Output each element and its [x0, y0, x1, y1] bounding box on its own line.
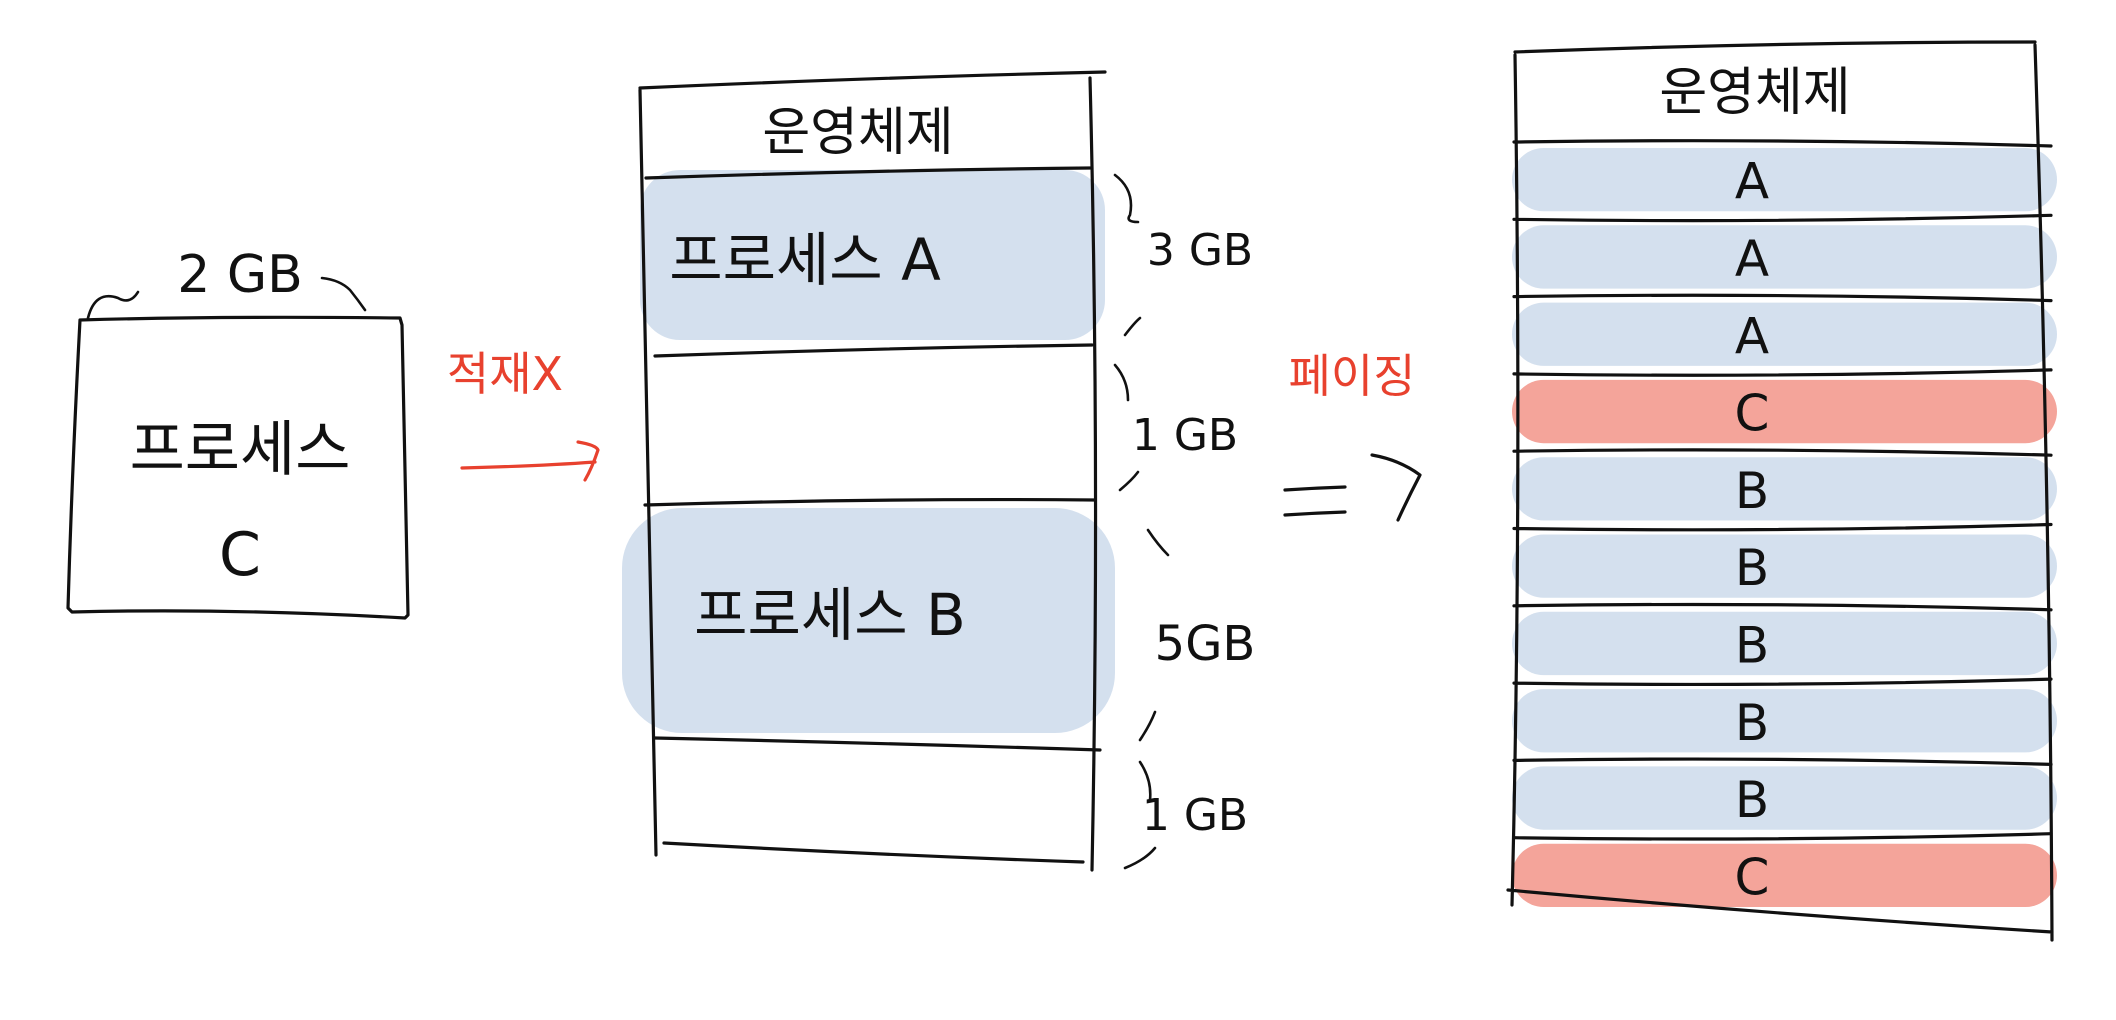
frame-label-6: B: [1735, 539, 1769, 597]
process-a-highlight: [640, 170, 1105, 340]
frame-label-5: B: [1735, 462, 1769, 520]
frame-divider-3: [1512, 293, 2053, 303]
red-arrow-icon: [460, 440, 600, 482]
double-arrow-icon: [1283, 453, 1422, 522]
frame-divider-4: [1512, 368, 2053, 377]
paging-arrow: 페이징: [1283, 349, 1422, 522]
frame-divider-10: [1512, 832, 2053, 841]
frame-divider-7: [1512, 602, 2053, 612]
frame-label-3: A: [1735, 307, 1769, 365]
frame-highlight-3: [1512, 302, 2057, 366]
process-c-size-label: 2 GB: [177, 245, 303, 305]
frame-label-7: B: [1735, 616, 1769, 674]
frame-highlight-9: [1512, 766, 2057, 830]
size-brace-3gb: [1113, 173, 1142, 337]
frame-divider-5: [1512, 448, 2053, 457]
frame-divider-9: [1512, 757, 2053, 766]
memory-layout-contiguous: 운영체제 프로세스 A 프로세스 B 3 GB 1 GB 5GB 1 GB: [622, 70, 1256, 872]
frame-label-8: B: [1735, 694, 1769, 752]
frame-highlight-4: [1512, 379, 2057, 444]
frame-highlight-7: [1512, 611, 2057, 676]
frame-highlight-8: [1512, 689, 2057, 753]
segment-process-b-label: 프로세스 B: [694, 581, 966, 649]
frame-divider-2: [1512, 213, 2053, 223]
frame-highlight-10: [1512, 843, 2057, 907]
segment-free-2-size: 1 GB: [1142, 790, 1248, 841]
size-brace-5gb: [1138, 528, 1170, 742]
frame-highlight-5: [1512, 457, 2057, 521]
segment-free-1-size: 1 GB: [1132, 410, 1238, 461]
size-brace-1gb-a: [1113, 363, 1140, 492]
size-brace-1gb-b: [1123, 760, 1157, 870]
frame-label-10: C: [1735, 848, 1770, 906]
frame-divider-6: [1512, 522, 2053, 532]
segment-process-b-size: 5GB: [1155, 616, 1256, 672]
paging-label: 페이징: [1289, 349, 1416, 403]
frame-highlight-1: [1512, 148, 2057, 212]
process-c-title: 프로세스: [130, 415, 351, 485]
segment-process-a-size: 3 GB: [1147, 225, 1253, 276]
frame-highlight-2: [1512, 225, 2057, 289]
process-c-box: 2 GB 프로세스 C: [66, 245, 410, 620]
memory-2-os-header: 운영체제: [1659, 63, 1850, 123]
size-brace: [86, 276, 367, 320]
process-b-highlight: [622, 508, 1115, 733]
frame-label-2: A: [1735, 230, 1769, 288]
frame-highlight-6: [1512, 534, 2057, 598]
memory-1-os-header: 운영체제: [762, 103, 953, 163]
frame-divider-1: [1512, 139, 2053, 148]
segment-process-a-label: 프로세스 A: [669, 226, 941, 294]
frame-divider-8: [1512, 677, 2053, 687]
not-loadable-arrow: 적재X: [447, 347, 600, 482]
not-loadable-label: 적재X: [447, 347, 563, 401]
process-c-letter: C: [219, 520, 261, 590]
frame-label-9: B: [1735, 771, 1769, 829]
frame-label-4: C: [1735, 385, 1770, 443]
frame-label-1: A: [1735, 153, 1769, 211]
